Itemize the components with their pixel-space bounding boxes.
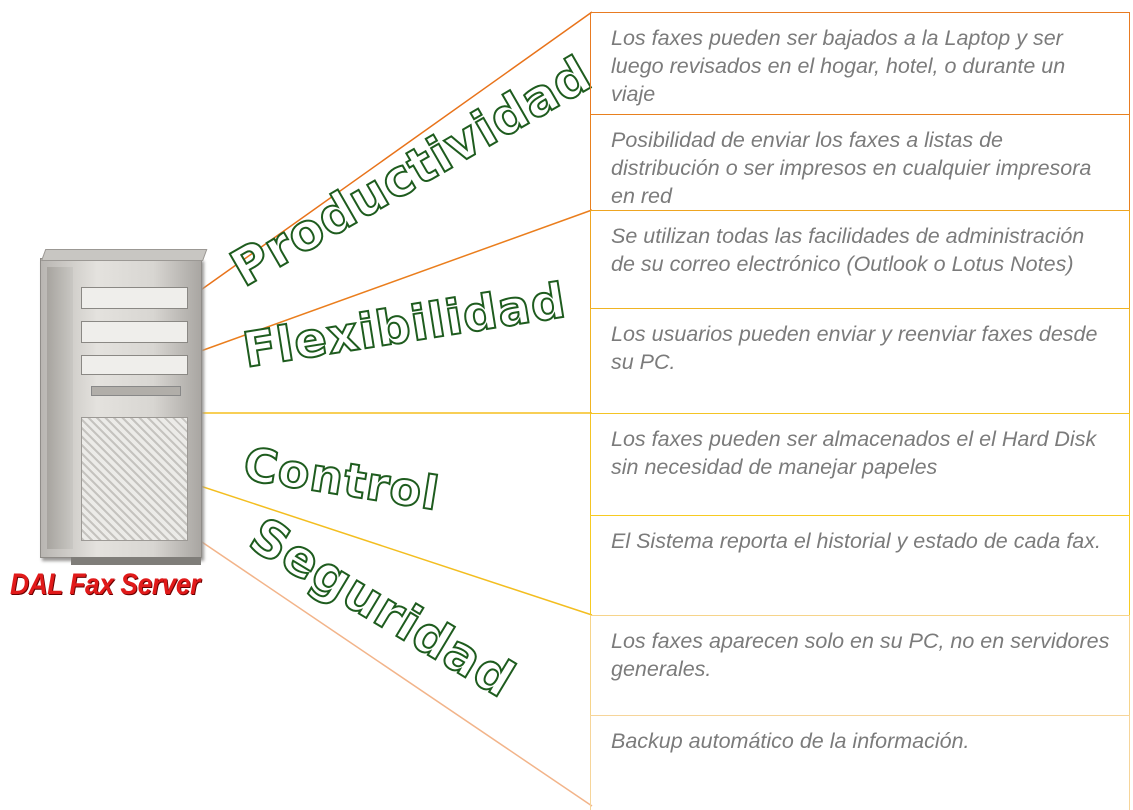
drive-bay	[81, 355, 188, 375]
server-side-panel	[47, 267, 73, 549]
fax-server-illustration	[40, 249, 208, 565]
server-feet	[71, 557, 201, 565]
benefit-box: Los usuarios pueden enviar y reenviar fa…	[590, 308, 1130, 413]
drive-bay	[81, 287, 188, 309]
productividad-connector	[197, 11, 593, 293]
benefit-box: Posibilidad de enviar los faxes a listas…	[590, 114, 1130, 210]
server-vent-grill	[81, 417, 188, 541]
benefit-box: Backup automático de la información.	[590, 715, 1130, 810]
flexibilidad-connector	[197, 209, 593, 353]
server-label: DAL Fax Server	[10, 568, 200, 601]
benefit-box: El Sistema reporta el historial y estado…	[590, 515, 1130, 615]
control-lower-connector	[175, 477, 593, 616]
benefit-box: Los faxes pueden ser bajados a la Laptop…	[590, 12, 1130, 114]
drive-bay	[81, 321, 188, 343]
benefit-box: Los faxes aparecen solo en su PC, no en …	[590, 615, 1130, 715]
benefit-box: Se utilizan todas las facilidades de adm…	[590, 210, 1130, 308]
seguridad-connector	[195, 537, 593, 807]
server-top	[41, 249, 208, 261]
benefit-box: Los faxes pueden ser almacenados el el H…	[590, 413, 1130, 515]
floppy-slot	[91, 386, 181, 396]
